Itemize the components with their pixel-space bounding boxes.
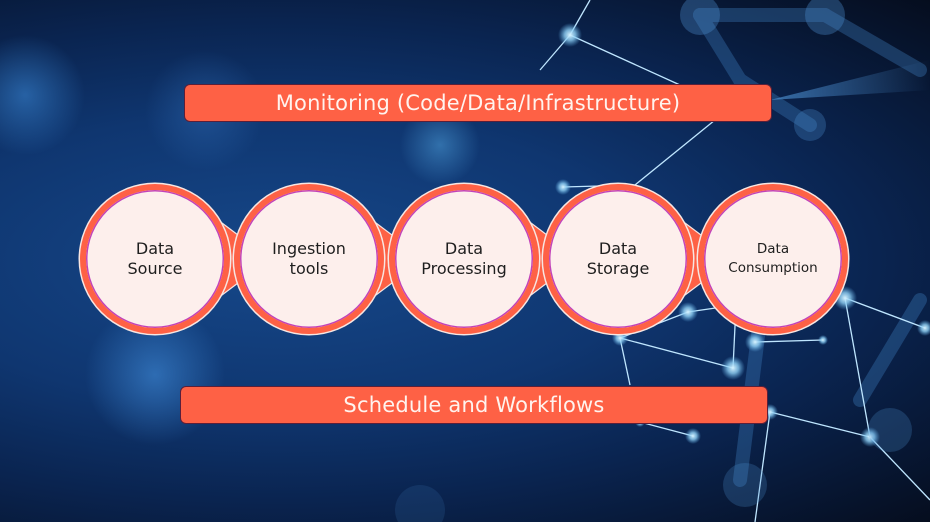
- stage-label: Ingestion tools: [272, 239, 346, 278]
- stage-ingestion-tools: Ingestion tools: [234, 184, 384, 334]
- stage-label: Data Consumption: [728, 241, 818, 276]
- network-nodes: [395, 0, 930, 522]
- monitoring-bar: Monitoring (Code/Data/Infrastructure): [184, 84, 772, 122]
- stage-data-storage: Data Storage: [543, 184, 693, 334]
- stage-data-source: Data Source: [80, 184, 230, 334]
- light-beam: [770, 60, 930, 100]
- network-lines: [539, 0, 930, 522]
- stage-label: Data Source: [127, 239, 183, 278]
- stage-data-processing: Data Processing: [389, 184, 539, 334]
- stage-data-consumption: Data Consumption: [698, 184, 848, 334]
- schedule-workflows-bar: Schedule and Workflows: [180, 386, 768, 424]
- stage-label: Data Storage: [586, 239, 650, 278]
- stage-label: Data Processing: [421, 239, 507, 278]
